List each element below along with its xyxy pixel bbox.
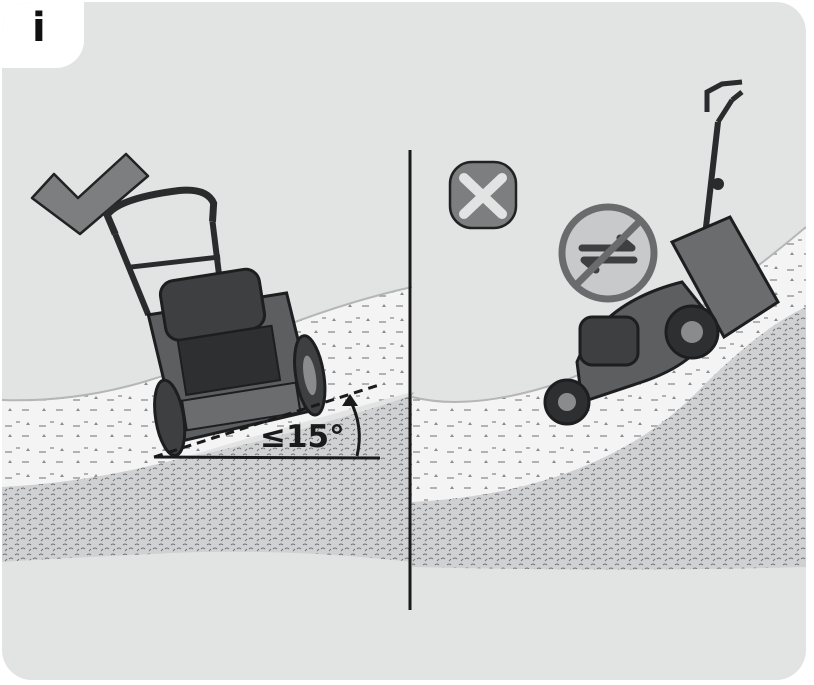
- instruction-panel: i ≤15°: [2, 2, 806, 680]
- cross-mark-icon: [450, 162, 516, 228]
- info-badge: i: [2, 2, 84, 68]
- no-up-down-arrows-icon: [562, 207, 654, 299]
- check-mark-icon: [32, 154, 148, 234]
- info-icon: i: [32, 8, 46, 48]
- slope-illustration: [2, 2, 806, 680]
- max-slope-angle-label: ≤15°: [260, 422, 345, 453]
